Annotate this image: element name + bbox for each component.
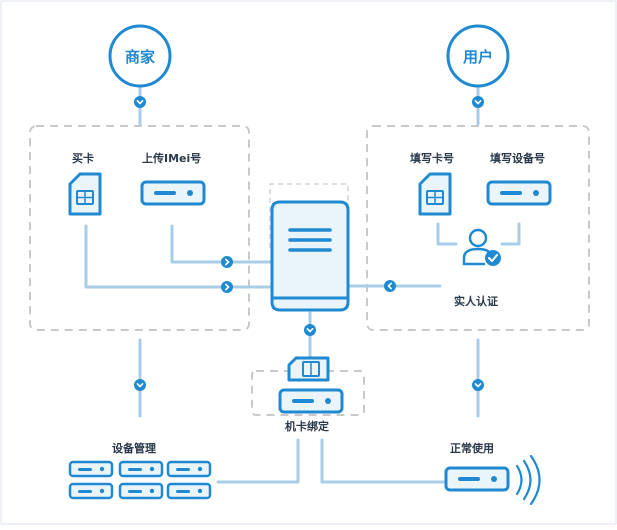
device-icon <box>118 460 164 478</box>
device-icon <box>166 482 212 500</box>
chevron-arrow-icon <box>471 95 485 109</box>
sim-card-icon <box>418 172 452 216</box>
signal-waves-icon <box>515 454 541 506</box>
user-group-box <box>366 125 590 331</box>
chevron-arrow-icon <box>133 378 147 392</box>
merchant-node <box>108 24 172 88</box>
chevron-arrow-icon <box>220 255 234 269</box>
binding-group-box <box>251 370 365 416</box>
merchant-node-label: 商家 <box>124 48 155 66</box>
fill-device-number-label: 填写设备号 <box>490 152 545 165</box>
buy-card-label: 买卡 <box>72 152 94 165</box>
device-management-grid <box>68 460 212 500</box>
connector-lines <box>84 86 521 484</box>
chevron-arrow-icon <box>220 280 234 294</box>
upload-imei-label: 上传IMei号 <box>142 152 202 165</box>
device-icon <box>486 180 552 206</box>
device-icon <box>166 460 212 478</box>
merchant-group-box <box>29 125 250 331</box>
server-icon <box>270 200 350 312</box>
bound-device-icon <box>278 388 344 414</box>
normal-use-label: 正常使用 <box>450 442 494 455</box>
device-icon <box>68 482 114 500</box>
device-icon <box>140 180 206 206</box>
chevron-arrow-icon <box>383 279 397 293</box>
fill-card-number-label: 填写卡号 <box>410 152 454 165</box>
device-icon <box>68 460 114 478</box>
device-management-label: 设备管理 <box>112 442 156 455</box>
card-binding-label: 机卡绑定 <box>285 420 329 433</box>
sim-card-icon <box>68 172 102 216</box>
device-icon <box>444 466 510 492</box>
real-name-auth-label: 实人认证 <box>454 295 498 308</box>
user-node <box>446 24 510 88</box>
chevron-arrow-icon <box>133 95 147 109</box>
user-verified-icon <box>462 228 501 266</box>
user-node-label: 用户 <box>462 48 493 66</box>
chevron-arrow-icon <box>303 323 317 337</box>
chevron-arrow-icon <box>471 378 485 392</box>
device-icon <box>118 482 164 500</box>
bound-sim-icon <box>287 356 330 382</box>
